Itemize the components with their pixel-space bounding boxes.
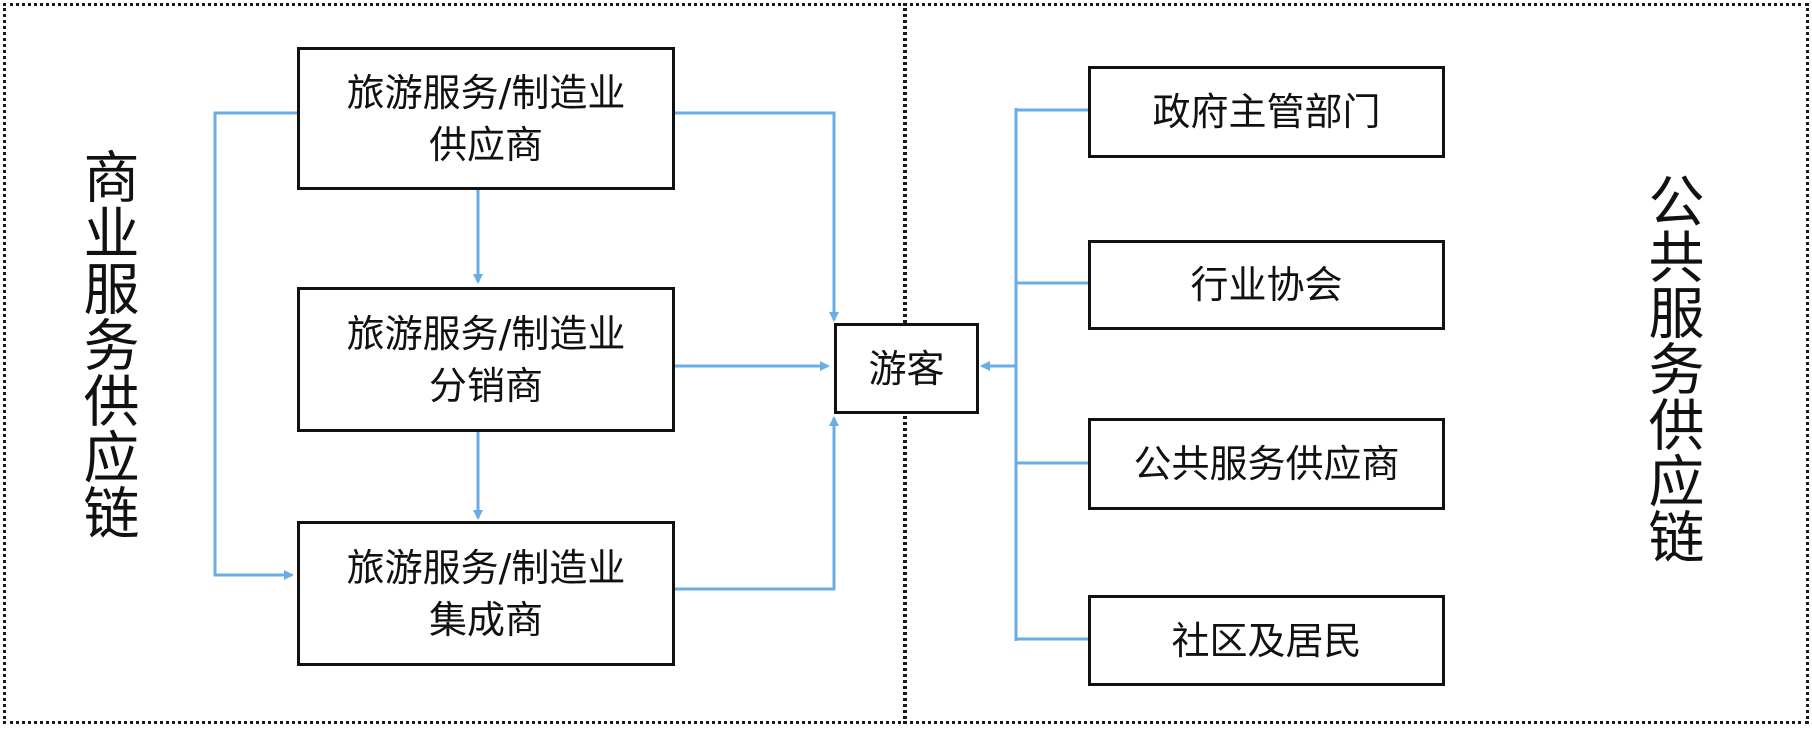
association-label: 行业协会 — [1190, 263, 1343, 307]
community-box: 社区及居民 — [1088, 595, 1445, 686]
public-supply-chain-label: 公共服务供应链 — [1639, 172, 1704, 564]
supplier-box: 旅游服务/制造业 供应商 — [297, 47, 675, 190]
integrator-to-tourist-connector — [675, 416, 839, 591]
government-box: 政府主管部门 — [1088, 66, 1445, 158]
integrator-line1: 旅游服务/制造业 — [346, 545, 626, 590]
distributor-box: 旅游服务/制造业 分销商 — [297, 287, 675, 432]
association-box: 行业协会 — [1088, 240, 1445, 330]
public-provider-box: 公共服务供应商 — [1088, 418, 1445, 510]
supplier-to-tourist-connector — [675, 111, 839, 322]
public-provider-label: 公共服务供应商 — [1133, 442, 1400, 486]
government-label: 政府主管部门 — [1152, 90, 1381, 134]
integrator-box: 旅游服务/制造业 集成商 — [297, 521, 675, 666]
distributor-line2: 分销商 — [428, 363, 543, 408]
commercial-supply-chain-label: 商业服务供应链 — [74, 148, 139, 540]
distributor-line1: 旅游服务/制造业 — [346, 311, 626, 356]
tourist-box: 游客 — [834, 323, 979, 414]
supplier-to-integrator-connector — [213, 111, 297, 580]
supplier-line2: 供应商 — [428, 122, 543, 167]
community-label: 社区及居民 — [1171, 618, 1362, 663]
integrator-line2: 集成商 — [428, 597, 543, 642]
tourist-label: 游客 — [868, 346, 945, 391]
supplier-line1: 旅游服务/制造业 — [346, 70, 626, 115]
